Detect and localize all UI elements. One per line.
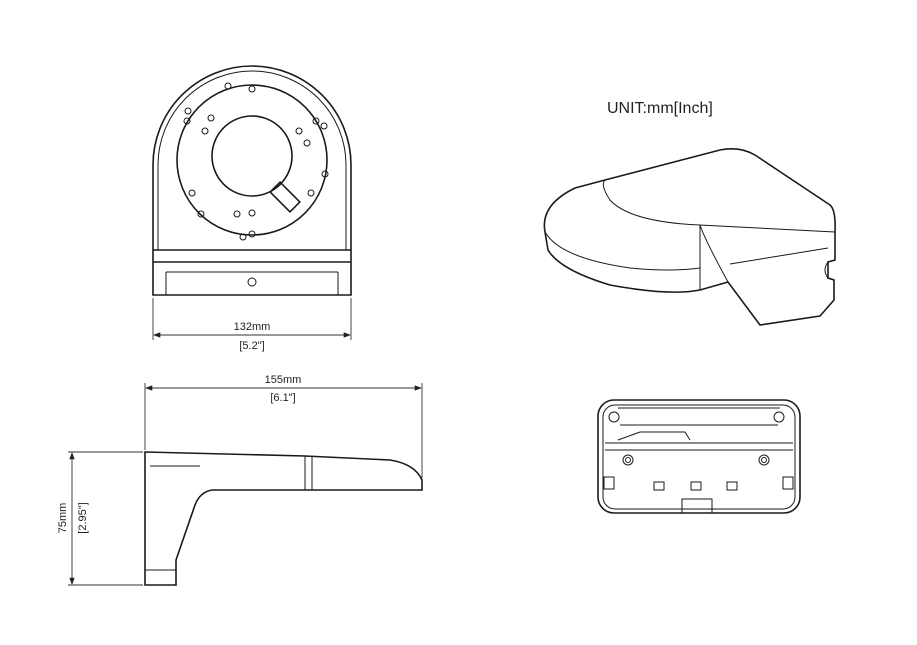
side-view [144, 451, 423, 586]
height-inch-label: [2.95"] [77, 502, 89, 533]
bottom-view [597, 399, 801, 514]
height-dimension: 75mm [2.95"] [57, 451, 143, 586]
width-mm-label: 132mm [234, 321, 271, 333]
front-view [152, 65, 352, 296]
height-mm-label: 75mm [57, 503, 69, 534]
depth-dimension: 155mm [6.1"] [144, 374, 423, 478]
perspective-view [543, 148, 836, 326]
width-dimension: 132mm [5.2"] [152, 298, 352, 352]
depth-inch-label: [6.1"] [270, 392, 295, 404]
unit-label: UNIT:mm[Inch] [607, 100, 713, 117]
width-inch-label: [5.2"] [239, 340, 264, 352]
depth-mm-label: 155mm [265, 374, 302, 386]
